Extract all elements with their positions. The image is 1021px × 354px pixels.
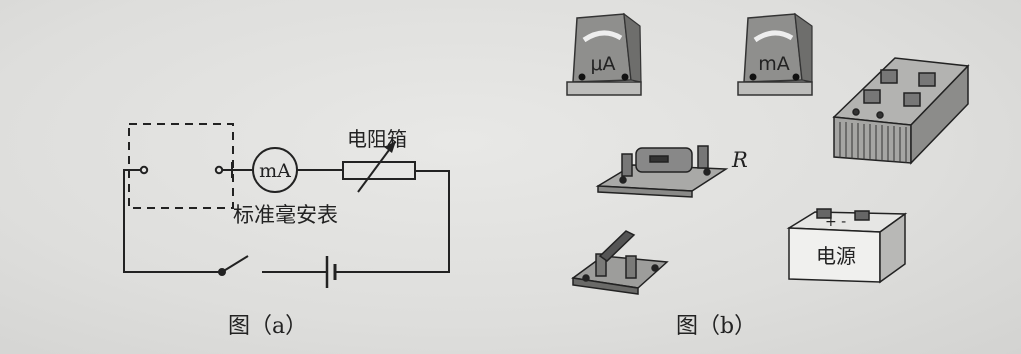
switch-blade: [221, 255, 249, 273]
figure-a-caption: 图（a）: [228, 314, 307, 339]
resistance-box: [832, 57, 970, 165]
power-supply: [786, 208, 908, 284]
power-supply-polarity: + -: [825, 214, 846, 230]
rheostat-arrow-shaft: [357, 145, 393, 193]
milliammeter-symbol: mA: [758, 53, 790, 75]
microammeter: [566, 12, 642, 96]
resistor-label: R: [731, 148, 748, 172]
left-terminal: [139, 165, 149, 175]
resistor-on-base: [595, 145, 729, 198]
figure-b-caption: 图（b）: [676, 314, 756, 339]
resistance-box-label: 电阻箱: [347, 127, 407, 151]
ammeter-symbol-text: mA: [259, 160, 291, 182]
power-supply-label: 电源: [816, 244, 856, 268]
left-wire: [123, 169, 220, 273]
milliammeter: [737, 12, 813, 96]
knife-switch: [571, 230, 669, 295]
standard-meter-label: 标准毫安表: [233, 203, 338, 227]
rheostat-arrowhead: [384, 141, 396, 153]
right-terminal: [214, 165, 224, 175]
microammeter-symbol: μA: [590, 53, 615, 75]
figure-a: [123, 123, 450, 288]
right-bottom-wire: [335, 170, 450, 273]
